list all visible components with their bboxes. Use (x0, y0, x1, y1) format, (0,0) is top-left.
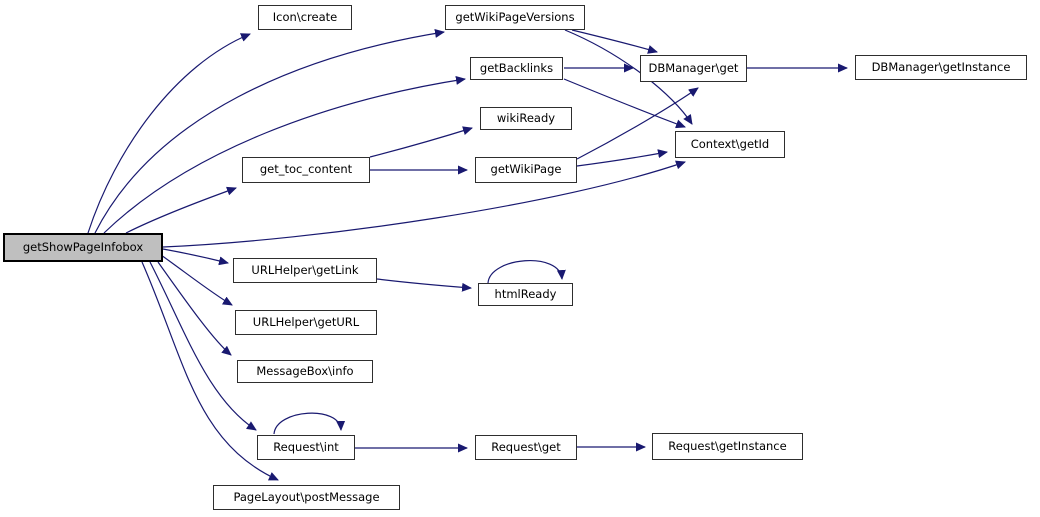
node-pagelayout-postMessage[interactable]: PageLayout\postMessage (213, 485, 400, 510)
edge-getWikiPageVersions-dbmanager-get (571, 29, 658, 54)
edge-getShowPageInfobox-urlhelper-getURL (160, 254, 233, 306)
node-messagebox-info[interactable]: MessageBox\info (237, 360, 373, 383)
node-request-getInstance[interactable]: Request\getInstance (652, 433, 803, 460)
edge-getShowPageInfobox-request-int (149, 261, 257, 431)
node-icon-create[interactable]: Icon\create (258, 5, 352, 30)
node-urlhelper-getURL[interactable]: URLHelper\getURL (235, 310, 377, 335)
node-getBacklinks[interactable]: getBacklinks (470, 57, 563, 80)
node-getWikiPageVersions[interactable]: getWikiPageVersions (445, 5, 585, 30)
edge-getShowPageInfobox-getBacklinks (103, 75, 466, 234)
node-dbmanager-get[interactable]: DBManager\get (640, 55, 747, 82)
edge-getWikiPage-context-getId (576, 149, 668, 167)
edge-getShowPageInfobox-getWikiPageVersions (94, 28, 445, 234)
node-htmlReady[interactable]: htmlReady (478, 283, 573, 306)
edge-get-toc-content-wikiReady (369, 126, 473, 158)
edge-getShowPageInfobox-get-toc-content (125, 186, 237, 234)
node-wikiReady[interactable]: wikiReady (480, 107, 572, 130)
edge-getShowPageInfobox-icon-create (87, 33, 251, 234)
node-getShowPageInfobox[interactable]: getShowPageInfobox (3, 233, 163, 262)
edge-getBacklinks-context-getId (563, 78, 686, 129)
edge-getShowPageInfobox-urlhelper-getLink (162, 248, 229, 266)
node-dbmanager-getInstance[interactable]: DBManager\getInstance (855, 55, 1027, 80)
node-request-int[interactable]: Request\int (257, 435, 355, 460)
node-get-toc-content[interactable]: get_toc_content (242, 157, 370, 183)
edge-getShowPageInfobox-messagebox-info (157, 261, 232, 356)
node-context-getId[interactable]: Context\getId (675, 131, 785, 158)
edge-urlhelper-getLink-htmlReady (376, 278, 472, 292)
edge-group (87, 28, 848, 481)
node-request-get[interactable]: Request\get (475, 435, 577, 460)
node-urlhelper-getLink[interactable]: URLHelper\getLink (233, 258, 377, 283)
edge-htmlReady-htmlReady (487, 260, 566, 284)
edge-request-int-request-int (273, 412, 346, 435)
node-getWikiPage[interactable]: getWikiPage (475, 157, 577, 183)
